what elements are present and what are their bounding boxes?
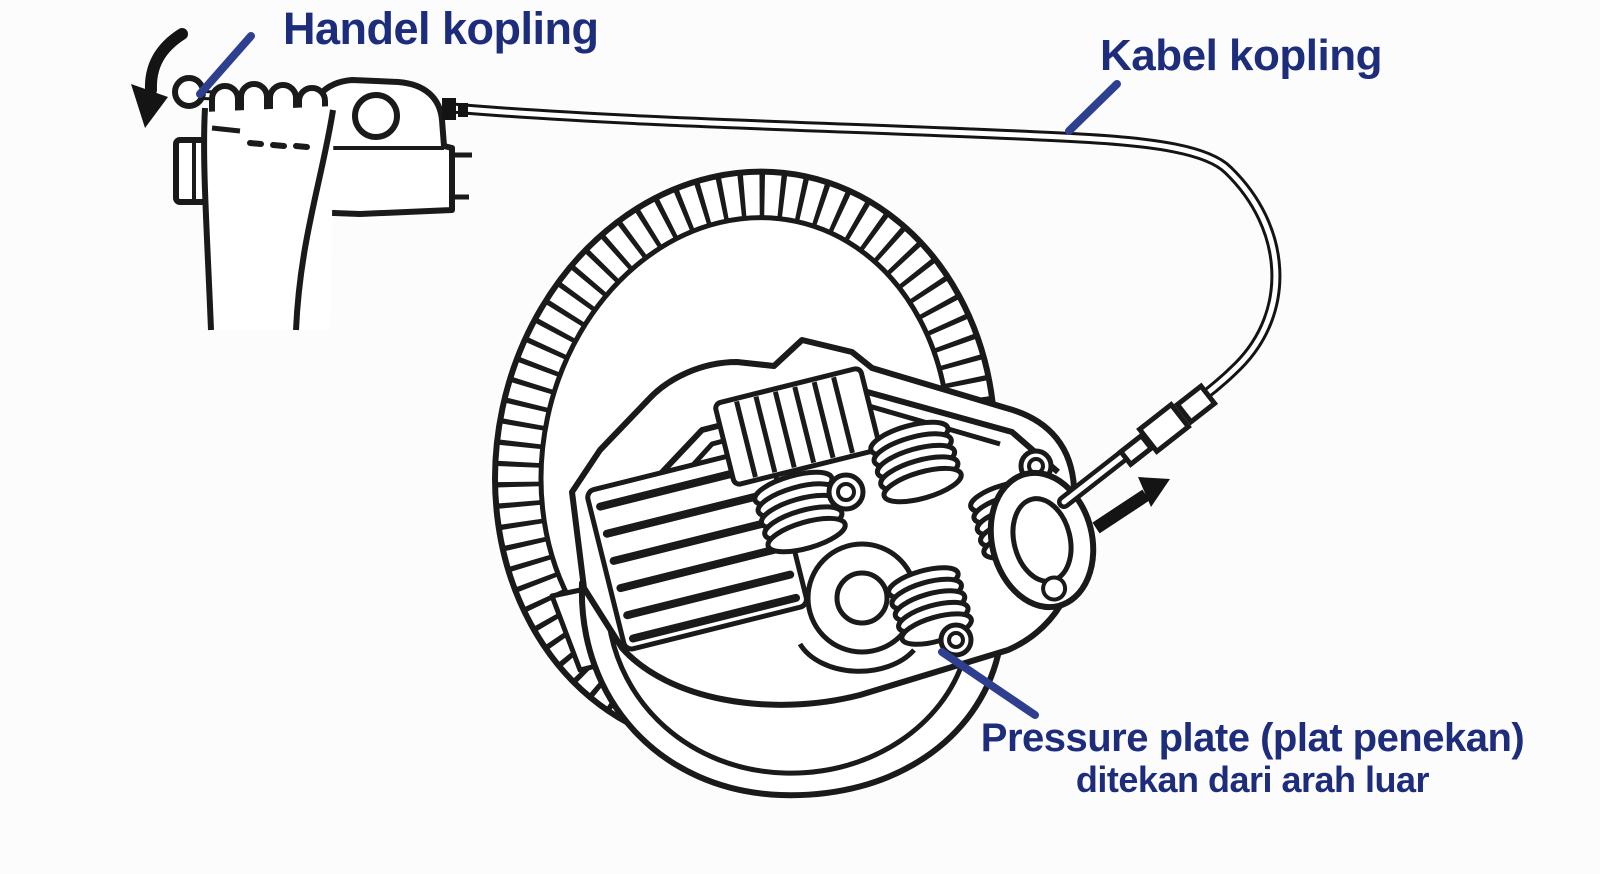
leader-handel-kopling [196, 32, 255, 98]
hand-gripping-lever [201, 81, 336, 331]
release-rod [1057, 445, 1135, 509]
knuckle-dashes [247, 140, 310, 150]
label-pressure-plate: Pressure plate (plat penekan) ditekan da… [925, 716, 1580, 800]
cable-pull-arrow-icon [1092, 477, 1170, 534]
spring-bolts [826, 448, 1054, 658]
leader-pressure-plate [938, 648, 1039, 719]
clutch-cable [451, 102, 1282, 403]
clutch-hub [797, 541, 919, 674]
label-pressure-plate-line1: Pressure plate (plat penekan) [980, 716, 1525, 760]
pivot-bolt [352, 92, 400, 140]
cable-adjuster-fittings [1117, 382, 1219, 468]
label-pressure-plate-line2: ditekan dari arah luar [1075, 759, 1430, 800]
spring-retainer-ribs [713, 366, 882, 487]
label-kabel-kopling: Kabel kopling [1100, 31, 1382, 80]
leader-lines [196, 32, 1121, 719]
label-handel-kopling: Handel kopling [283, 3, 599, 54]
lever-bracket [305, 77, 468, 217]
pressure-plate [987, 469, 1097, 611]
cable-entry-adjuster [442, 98, 456, 120]
lever-pull-arrow-icon [131, 28, 188, 128]
leader-kabel-kopling [1065, 80, 1121, 135]
